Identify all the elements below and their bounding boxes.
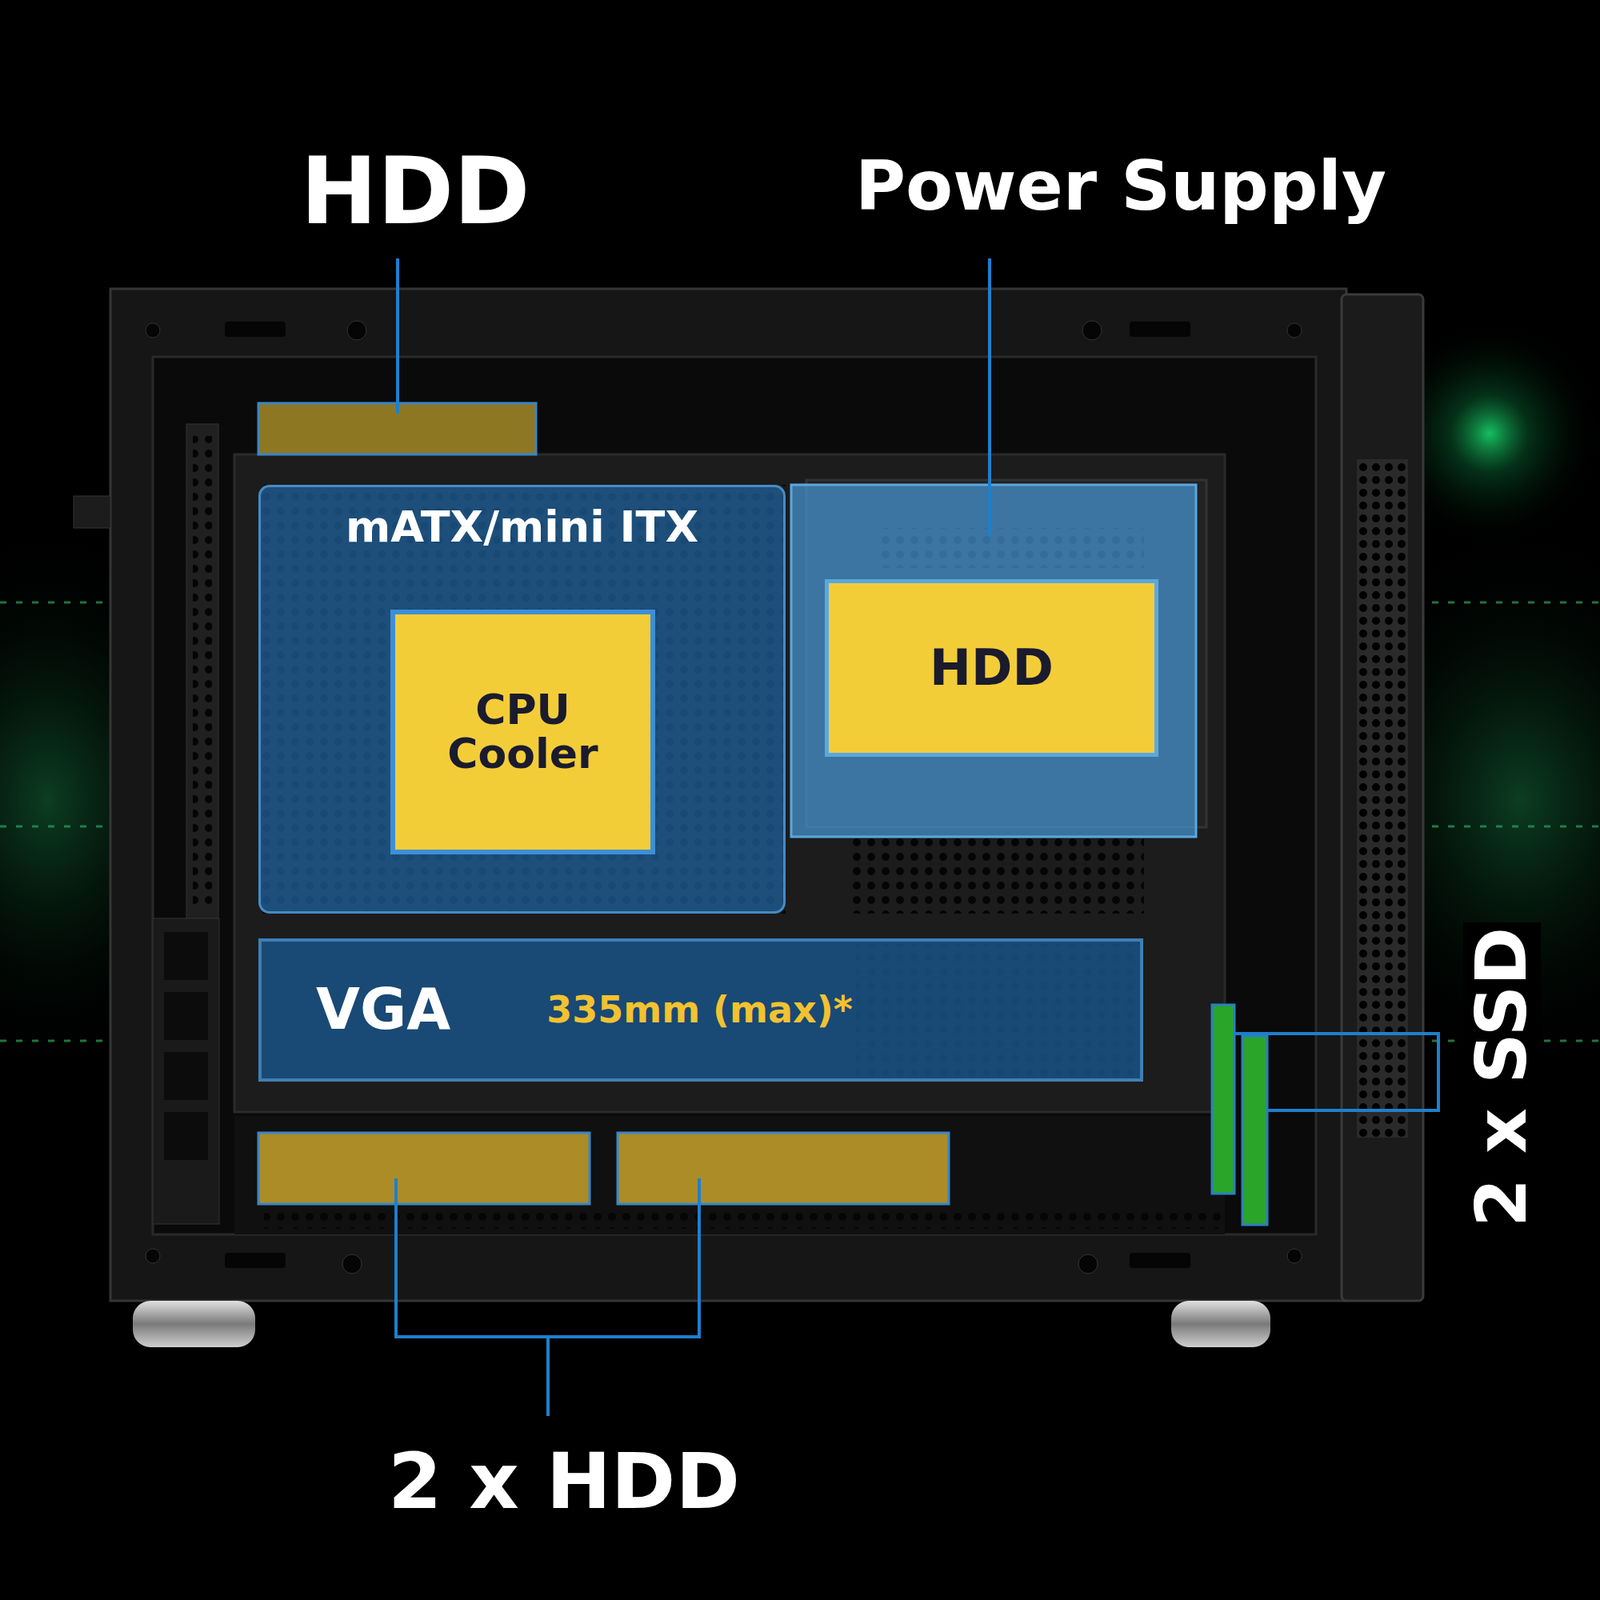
- ssd-slot: [1242, 1036, 1268, 1225]
- latch: [73, 496, 111, 528]
- screw: [347, 320, 367, 340]
- screw: [1287, 323, 1302, 338]
- part-label: VGA: [316, 980, 451, 1040]
- rail-slot: [224, 1252, 286, 1268]
- bracket: [396, 1178, 700, 1337]
- io-shield: [192, 436, 212, 908]
- tray-vent: [852, 836, 1144, 914]
- bottom-grill: [264, 1208, 1224, 1229]
- motherboard-area: mATX/mini ITX CPU Cooler: [258, 484, 786, 914]
- io-shield: [186, 424, 219, 920]
- screw: [145, 1248, 160, 1264]
- expansion-slot: [164, 1112, 208, 1160]
- screw: [145, 323, 160, 338]
- front-mesh: [1356, 459, 1408, 1138]
- case-foot: [1171, 1300, 1271, 1348]
- screw: [1078, 1254, 1098, 1274]
- gpu-box: VGA 335mm (max)*: [258, 938, 1144, 1082]
- leader-line: [396, 258, 400, 414]
- hdd-box: HDD: [824, 579, 1159, 757]
- board-label: mATX/mini ITX: [345, 504, 699, 551]
- screw: [342, 1254, 362, 1274]
- dashed-line: [0, 1040, 106, 1043]
- front-panel: [1341, 294, 1424, 1301]
- bracket: [1234, 1033, 1439, 1111]
- part-label: CPU Cooler: [423, 688, 624, 776]
- screw: [1082, 320, 1102, 340]
- cpu-cooler-box: CPU Cooler: [390, 609, 656, 855]
- part-label: 2 x HDD: [383, 1439, 745, 1525]
- rail-slot: [1129, 321, 1191, 337]
- hdd-slot: [258, 1132, 590, 1204]
- dashed-line: [1432, 825, 1600, 828]
- expansion-slots: [152, 918, 220, 1224]
- motherboard-tray: [234, 454, 1225, 1112]
- expansion-slot: [164, 932, 208, 980]
- tray-holes: [258, 484, 786, 914]
- dashed-line: [0, 601, 106, 604]
- rail-slot: [224, 321, 286, 337]
- part-label: Power Supply: [850, 148, 1392, 224]
- part-label: HDD: [295, 140, 535, 243]
- leader-line: [988, 258, 992, 536]
- power-supply-area: [791, 484, 1196, 837]
- ssd-slot: [1212, 1004, 1235, 1194]
- rail-slot: [1129, 1252, 1191, 1268]
- case-foot: [132, 1300, 256, 1348]
- hdd-slot: [617, 1132, 949, 1204]
- case-opening: [152, 356, 1316, 1235]
- front-mesh: [1356, 459, 1408, 1138]
- expansion-slot: [164, 992, 208, 1040]
- bottom-bay: [234, 1116, 1225, 1235]
- screw: [1287, 1248, 1302, 1264]
- dashed-line: [1432, 601, 1600, 604]
- dashed-line: [0, 825, 106, 828]
- part-label: HDD: [929, 641, 1054, 694]
- leader-line: [546, 1336, 550, 1416]
- case-body: [110, 288, 1347, 1301]
- part-label: 2 x SSD: [1464, 921, 1542, 1232]
- expansion-slot: [164, 1052, 208, 1100]
- dimension-label: 335mm (max)*: [546, 990, 853, 1029]
